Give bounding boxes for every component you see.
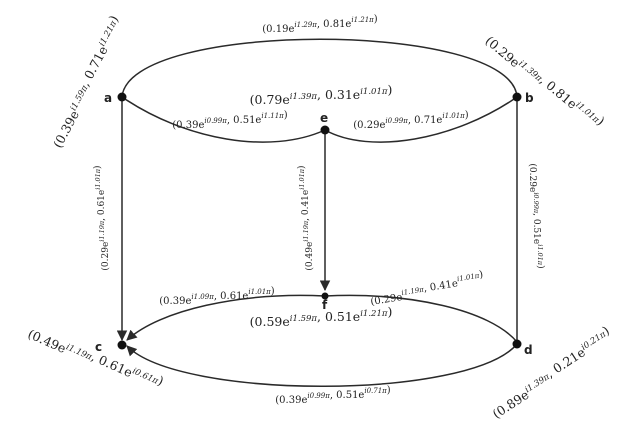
edge-b-e xyxy=(324,96,518,143)
edge-a-e-value: (0.39ei0.99π, 0.51ei1.11π) xyxy=(172,110,288,131)
vertex-d-value: (0.89ei1.39π, 0.21ei0.21π) xyxy=(484,323,617,422)
vertex-f-label: f xyxy=(322,298,328,312)
vertex-b-value: (0.29ei1.39π, 0.81ei1.01π) xyxy=(482,25,607,136)
edge-b-e-value: (0.29ei0.99π, 0.71ei1.01π) xyxy=(353,110,469,131)
vertex-e-dot xyxy=(320,125,330,135)
vertex-a-dot xyxy=(117,92,127,102)
edge-b-d-value: (0.29ei0.99π, 0.51ei1.01π) xyxy=(527,163,546,268)
vertex-e-label: e xyxy=(320,111,328,125)
edge-a-b xyxy=(121,38,518,98)
vertex-f-dot xyxy=(321,292,329,300)
edge-a-b-value: (0.19ei1.29π, 0.81ei1.21π) xyxy=(262,14,378,35)
vertex-f-value: (0.59ei1.59π, 0.51ei1.21π) xyxy=(250,304,393,329)
edge-d-c-value: (0.39ei0.99π, 0.51ei0.71π) xyxy=(275,385,391,406)
edge-f-c xyxy=(126,294,326,341)
vertex-b-dot xyxy=(512,92,522,102)
vertex-a-value: (0.39ei1.59π, 0.71ei1.21π) xyxy=(41,13,130,151)
edge-f-d xyxy=(324,294,518,343)
edge-d-c xyxy=(126,343,518,387)
vertex-c-dot xyxy=(117,340,127,350)
vertex-d-label: d xyxy=(524,343,533,357)
vertex-c-label: c xyxy=(95,340,102,354)
edge-a-c-value: (0.29ei1.19π, 0.61ei1.01π) xyxy=(92,165,111,270)
vertex-b-label: b xyxy=(525,91,534,105)
vertex-d-dot xyxy=(512,339,522,349)
vertex-e-value: (0.79ei1.39π, 0.31ei1.01π) xyxy=(250,82,393,107)
edge-a-e xyxy=(121,96,326,143)
edge-e-f-value: (0.49ei1.19π, 0.41ei1.01π) xyxy=(296,165,315,270)
edge-f-c-value: (0.39ei1.09π, 0.61ei1.01π) xyxy=(159,286,275,307)
vertex-a-label: a xyxy=(104,91,112,105)
edge-f-d-value: (0.29ei1.19π, 0.41ei1.01π) xyxy=(368,269,485,308)
vertex-c-value: (0.49ei1.19π, 0.61ei0.61π) xyxy=(26,317,166,398)
